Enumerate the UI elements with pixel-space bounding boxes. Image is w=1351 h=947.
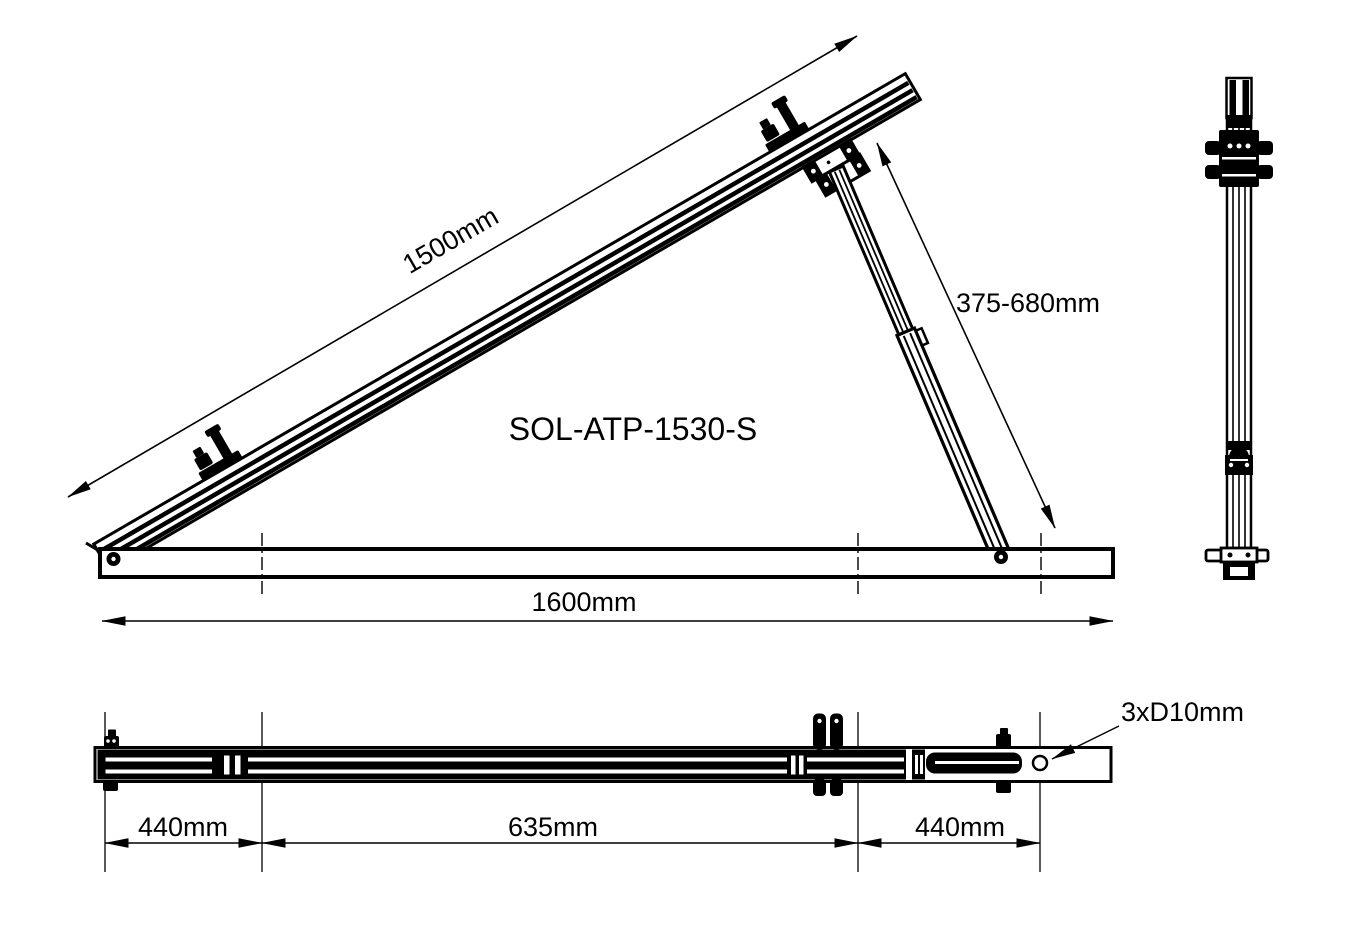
dimension-segment-left: 440mm — [104, 812, 263, 848]
side-rail-top-fork — [1225, 76, 1253, 128]
dimension-line — [876, 142, 1056, 529]
dimension-segment-right: 440mm — [857, 812, 1041, 848]
base-length-label: 1600mm — [531, 587, 636, 617]
leg-range-label: 375-680mm — [956, 288, 1100, 318]
base-rail-body — [98, 547, 1115, 579]
plan-end-bracket — [912, 749, 925, 780]
bolt-dot — [823, 182, 829, 187]
side-lower-clamp — [1225, 441, 1253, 475]
plan-slot-block-rear — [787, 751, 807, 778]
side-foot-bracket — [1204, 546, 1270, 580]
dimension-base-length: 1600mm — [101, 587, 1114, 626]
dimension-segment-middle: 635mm — [261, 812, 859, 848]
rail-profile-lines — [99, 80, 918, 568]
plan-rear-pivot-fitting — [996, 728, 1011, 793]
hole-callout-label: 3xD10mm — [1121, 697, 1244, 727]
base-rail — [85, 533, 1115, 597]
hole-center-lines — [261, 533, 1042, 597]
inclined-rail — [91, 71, 923, 573]
plan-hinge-bolts — [813, 713, 843, 796]
segment-right-label: 440mm — [915, 812, 1005, 842]
extension-lines — [104, 712, 1041, 872]
bolt-dot — [810, 168, 816, 174]
bolt-dot — [856, 162, 862, 168]
bolt-dot — [846, 148, 852, 153]
adjustable-leg — [827, 164, 1013, 563]
plan-view: 440mm 635mm 440mm 3xD10mm — [93, 697, 1244, 872]
leader-line — [1051, 725, 1120, 760]
dimension-leg-range: 375-680mm — [876, 142, 1100, 529]
mounting-hole — [1031, 754, 1049, 772]
segment-middle-label: 635mm — [508, 812, 598, 842]
segment-left-label: 440mm — [138, 812, 228, 842]
panel-clamp-front — [192, 424, 243, 481]
rail-length-label: 1500mm — [398, 201, 504, 280]
plan-slot-block-front — [212, 751, 248, 778]
plan-base-rail — [93, 713, 1113, 796]
panel-clamp-rear — [759, 95, 809, 152]
side-upper-clamp — [1205, 130, 1273, 187]
leg-outer-tube — [894, 325, 1013, 563]
side-view — [1204, 76, 1273, 580]
hole-callout: 3xD10mm — [1051, 697, 1244, 760]
plan-leg-tube — [926, 752, 1022, 774]
dimension-line — [67, 35, 858, 498]
leg-inner-tube — [827, 164, 918, 345]
main-view: 1500mm — [67, 35, 1115, 626]
model-label: SOL-ATP-1530-S — [509, 411, 757, 447]
